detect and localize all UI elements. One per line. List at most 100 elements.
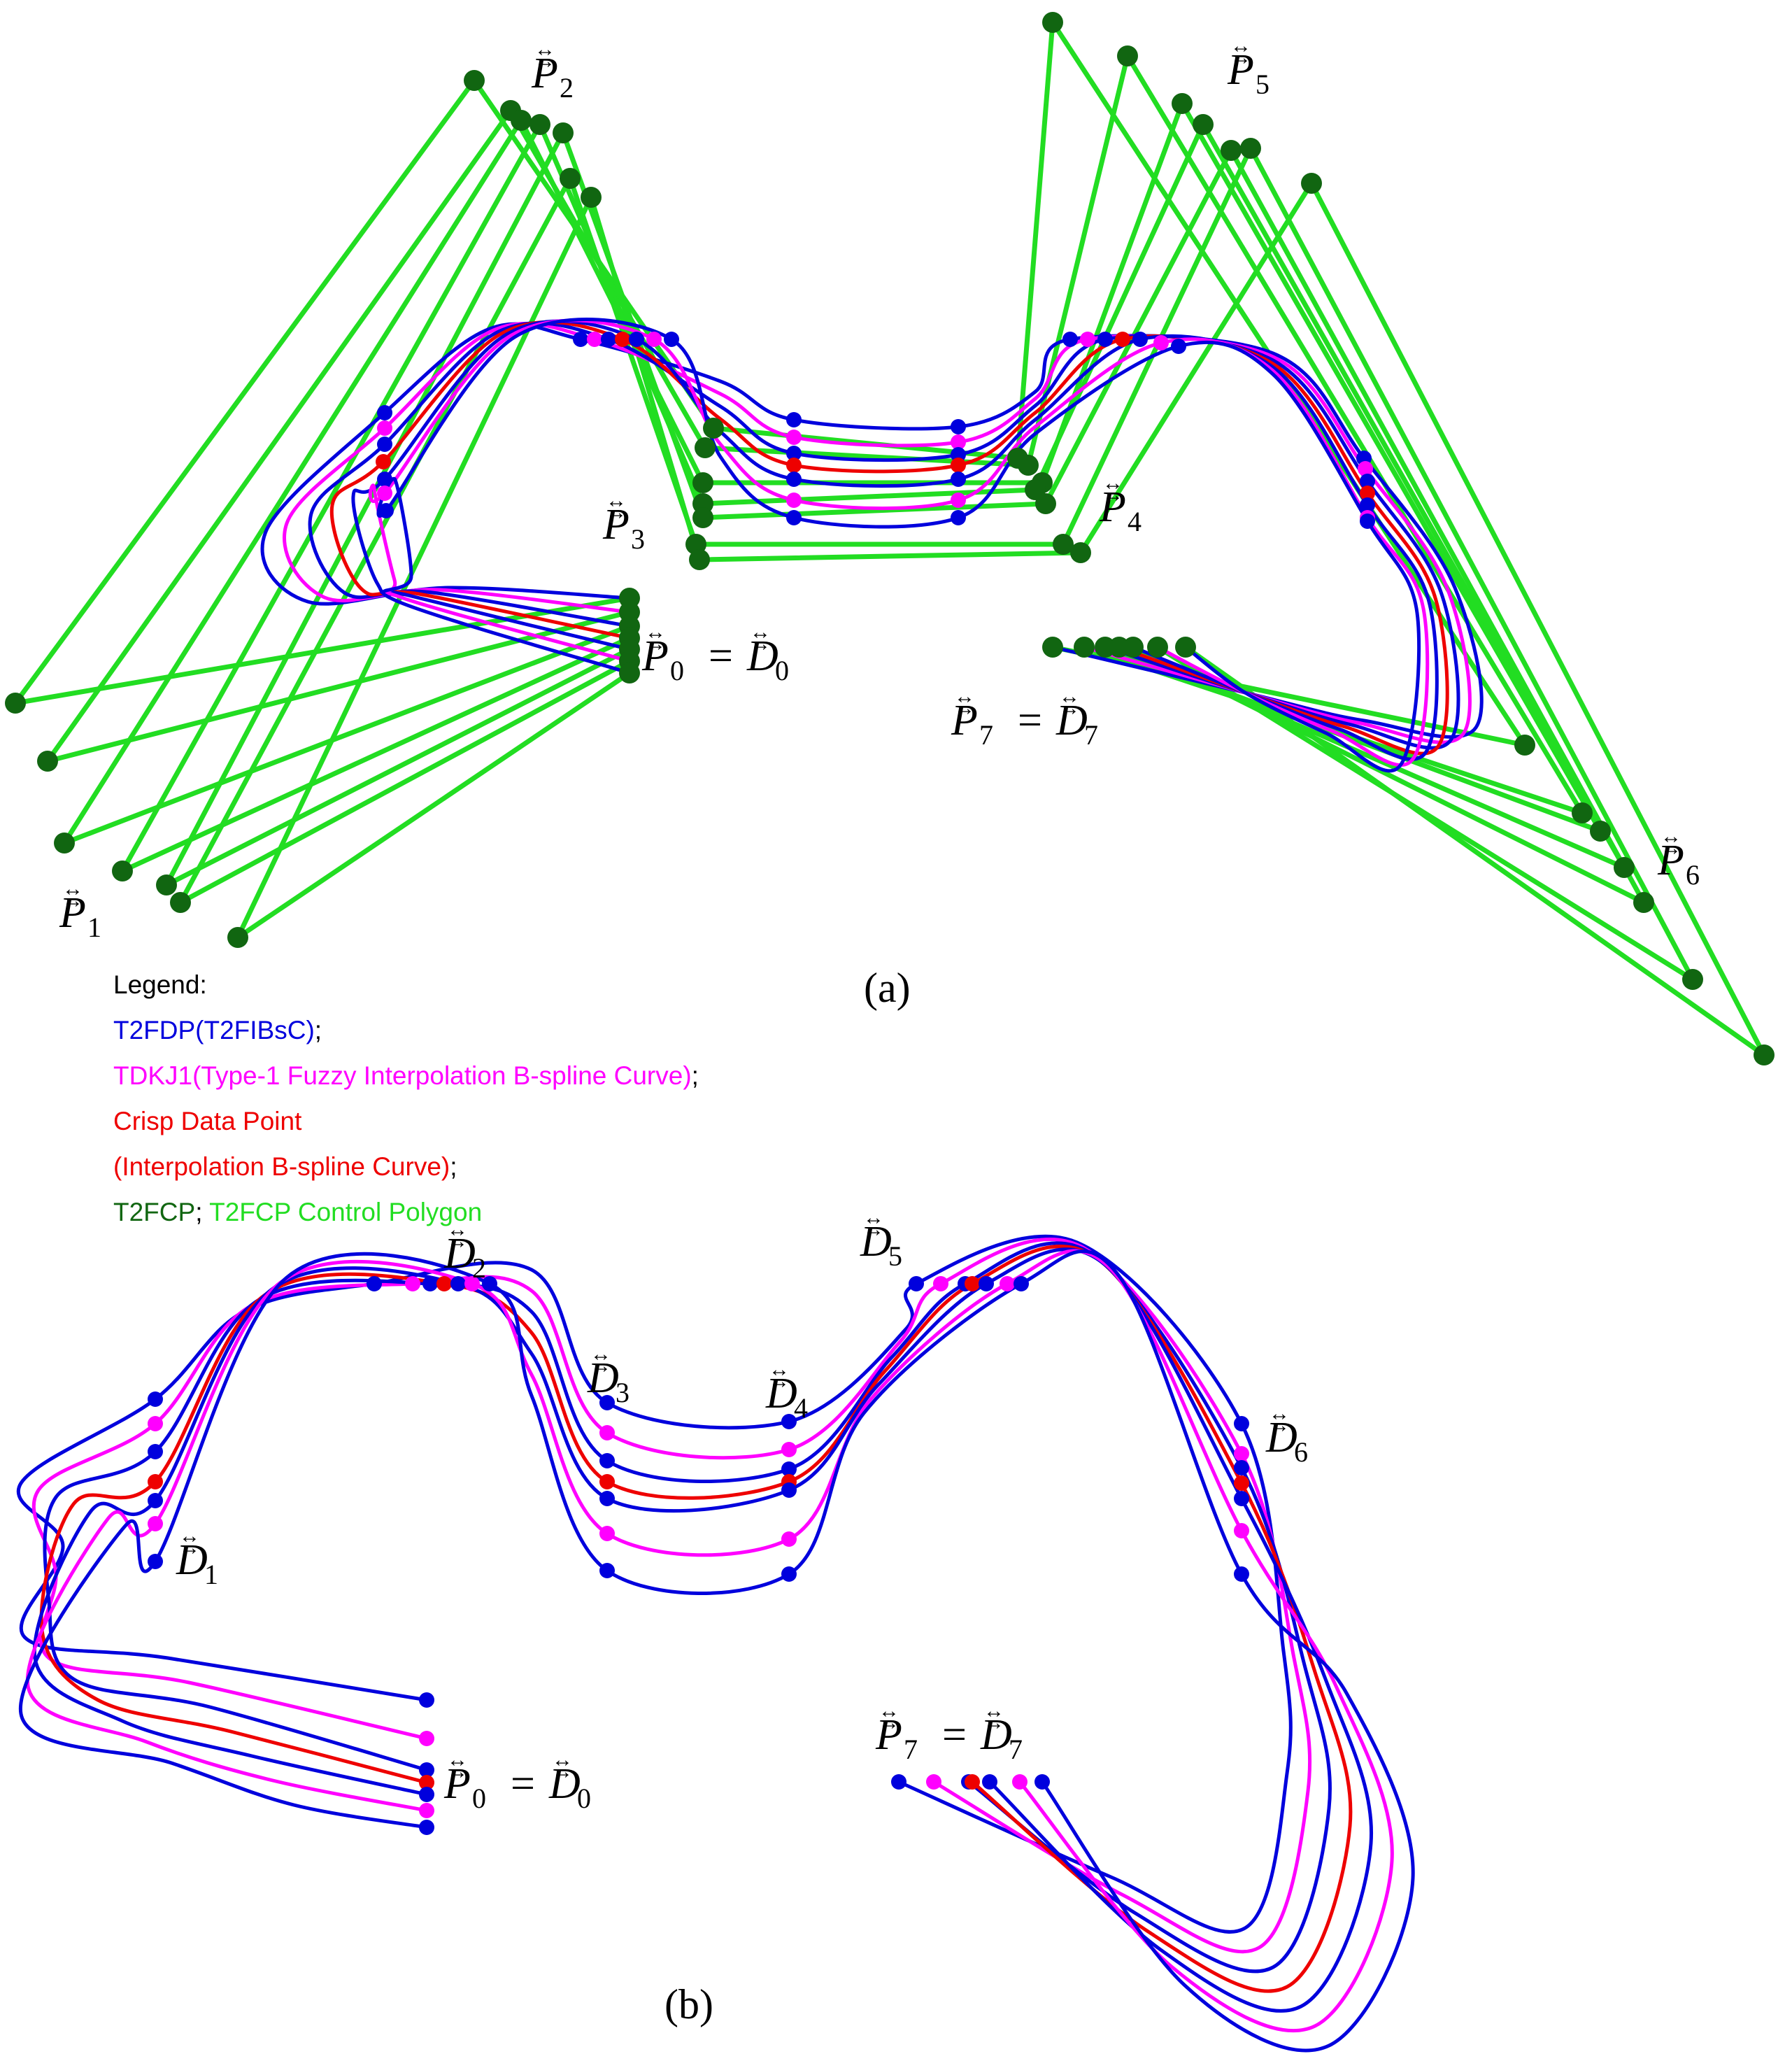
label-D2: ↔↔D2 [443,1218,486,1284]
data-point-t2fdp [1062,332,1078,347]
double-arrow-icon: ↔ [447,1748,468,1771]
curve-t2fdp [43,1241,1332,1974]
label-subscript: 0 [775,655,789,686]
t2fcp-point [695,437,716,458]
curve-t2fdp [17,1234,1293,1934]
data-point-t2fdp [1360,514,1375,529]
legend-item-interp-suffix: ; [450,1152,457,1181]
data-point-crisp [419,1775,434,1790]
label-symbol: D [765,1370,797,1417]
data-point-t2fdp [1132,332,1148,347]
double-arrow-icon: ↔ [750,621,771,644]
double-arrow-icon: ↔ [1059,685,1080,708]
data-point-tdkj1 [781,1442,797,1457]
curve-t2fdp [18,1249,1415,2053]
caption-b: (b) [664,1981,713,2027]
data-point-crisp [1115,332,1130,347]
t2fcp-point [1035,493,1056,514]
double-arrow-icon: ↔ [954,697,975,720]
double-arrow-icon: ↔ [1102,483,1123,507]
t2fcp-point [1633,892,1654,913]
double-arrow-icon: ↔ [534,50,555,73]
data-point-crisp [1360,486,1375,501]
data-point-t2fdp [781,1566,797,1582]
data-point-tdkj1 [1012,1774,1027,1790]
data-point-t2fdp [377,437,392,452]
double-arrow-icon: ↔ [590,1354,611,1377]
double-arrow-icon: ↔ [863,1206,884,1229]
data-point-t2fdp [599,1395,615,1410]
double-arrow-icon: ↔ [645,632,666,656]
t2fcp-point [1301,173,1322,194]
data-point-tdkj1 [377,420,392,436]
label-D1: ↔↔D1 [176,1524,218,1590]
data-point-tdkj1 [419,1731,434,1746]
t2fcp-point [1240,138,1261,159]
label-symbol: P [531,50,558,97]
data-point-t2fdp [148,1444,163,1459]
label-symbol: P [1099,483,1126,531]
label-symbol: P [641,632,669,680]
double-arrow-icon: ↔ [769,1370,790,1393]
data-point-tdkj1 [377,486,392,501]
curve-t2fdp [376,318,1421,773]
double-arrow-icon: ↔ [1230,46,1251,69]
t2fcp-point [1614,857,1635,878]
data-point-t2fdp [377,405,392,420]
double-arrow-icon: ↔ [606,489,627,512]
t2fcp-point [619,663,640,684]
legend-item-crisp: Crisp Data Point [113,1098,699,1144]
t2fcp-polygon [62,101,1603,846]
data-point-tdkj1 [1234,1446,1249,1461]
legend-title: Legend: [113,970,207,999]
legend-item-t2fcp: T2FCP; T2FCP Control Polygon [113,1189,699,1235]
label-symbol: D [860,1218,892,1266]
label-subscript: 4 [794,1392,808,1424]
data-point-tdkj1 [951,493,966,508]
curve-crisp [39,1245,1353,1993]
label-subscript: 7 [1009,1734,1023,1765]
label-subscript: 1 [87,912,101,943]
t2fcp-point [1018,455,1039,476]
t2fcp-point [1070,542,1091,563]
label-symbol: D [548,1760,581,1808]
curve-tdkj1 [25,1249,1394,2033]
t2fcp-point [1682,969,1703,990]
t2fcp-point [1147,637,1168,658]
t2fcp-point [1754,1044,1775,1065]
double-arrow-icon: ↔ [1269,1402,1290,1425]
t2fcp-point [529,114,550,135]
data-point-tdkj1 [1000,1276,1015,1291]
legend-item-interp-text: (Interpolation B-spline Curve) [113,1152,450,1181]
legend-sep: ; [195,1198,210,1226]
label-equals: = [1018,697,1042,744]
data-point-crisp [436,1276,452,1291]
double-arrow-icon: ↔ [590,1343,611,1366]
t2fcp-point [1123,637,1144,658]
data-point-t2fdp [482,1276,497,1291]
t2fcp-point [170,892,191,913]
double-arrow-icon: ↔ [879,1699,899,1722]
data-point-t2fdp [1234,1416,1249,1431]
t2fcp-point [692,507,713,528]
label-symbol: P [602,501,630,548]
double-arrow-icon: ↔ [863,1218,884,1241]
data-point-t2fdp [1097,332,1113,347]
panel-b-curves [17,1234,1415,2053]
label-symbol: P [1657,837,1684,884]
t2fcp-polygon [164,130,1647,905]
data-point-tdkj1 [599,1425,615,1440]
label-subscript: 0 [577,1783,591,1814]
data-point-t2fdp [982,1774,997,1790]
data-point-t2fdp [786,446,802,461]
double-arrow-icon: ↔ [447,1218,468,1241]
label-symbol: D [443,1230,476,1277]
double-arrow-icon: ↔ [447,1230,468,1253]
legend: Legend: T2FDP(T2FIBsC); TDKJ1(Type-1 Fuz… [113,962,699,1235]
